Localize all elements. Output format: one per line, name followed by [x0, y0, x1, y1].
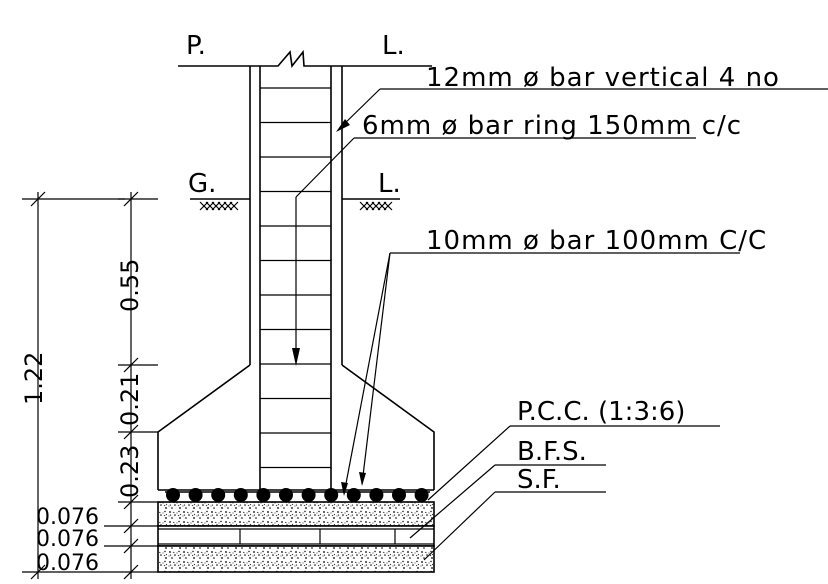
footing-bar-dot [346, 488, 361, 502]
dim-taper-upper-label: 0.21 [116, 373, 144, 426]
leader-vertical-bars [336, 88, 828, 132]
footing-bar-dot [279, 488, 293, 502]
leader-pcc [427, 425, 720, 501]
footing-bar-dot [369, 488, 384, 502]
leader-footing-bars [341, 252, 740, 496]
dim-total-label: 1.22 [20, 352, 48, 405]
dim-layer-2-label: 0.076 [36, 527, 99, 552]
leader-sf [423, 491, 606, 561]
sf-label: S.F. [517, 465, 561, 495]
ground-right-label: L. [378, 169, 401, 199]
bfs-layer [157, 525, 435, 547]
dim-taper-lower-label: 0.23 [116, 445, 144, 498]
tapered-footing [157, 364, 435, 491]
pcc-layer [157, 501, 435, 527]
vertical-bars-label: 12mm ø bar vertical 4 no [426, 63, 780, 93]
footing-bar-dot [256, 488, 271, 502]
footing-bars-label: 10mm ø bar 100mm C/C [426, 226, 767, 256]
ground-level-right [342, 198, 400, 211]
column-outline [249, 66, 343, 490]
dimension-steps [22, 191, 158, 580]
footing-bar-dot [188, 488, 203, 502]
ground-left-label: G. [188, 169, 216, 199]
footing-bar-dot [211, 488, 226, 502]
footing-bar-dot [414, 488, 429, 502]
plinth-right-label: L. [382, 31, 405, 61]
pcc-label: P.C.C. (1:3:6) [517, 397, 685, 427]
plinth-level-line [178, 49, 432, 68]
dim-above-ground-label: 0.55 [116, 259, 144, 312]
leader-bfs [409, 464, 606, 539]
footing-bar-dot [166, 488, 180, 502]
footing-bar-dot [392, 488, 406, 502]
leader-ring [292, 137, 696, 366]
ring-bars-label: 6mm ø bar ring 150mm c/c [362, 111, 742, 141]
dim-layer-1-label: 0.076 [36, 505, 99, 530]
bfs-label: B.F.S. [517, 437, 587, 467]
footing-bar-dot [233, 488, 248, 502]
footing-bar-dot [324, 488, 339, 502]
sf-layer [157, 545, 435, 573]
footing-bar-dot [301, 488, 316, 502]
ground-level-left [190, 198, 250, 211]
plinth-left-label: P. [186, 31, 206, 61]
dimension-total [22, 191, 125, 579]
dim-layer-3-label: 0.076 [36, 551, 99, 576]
